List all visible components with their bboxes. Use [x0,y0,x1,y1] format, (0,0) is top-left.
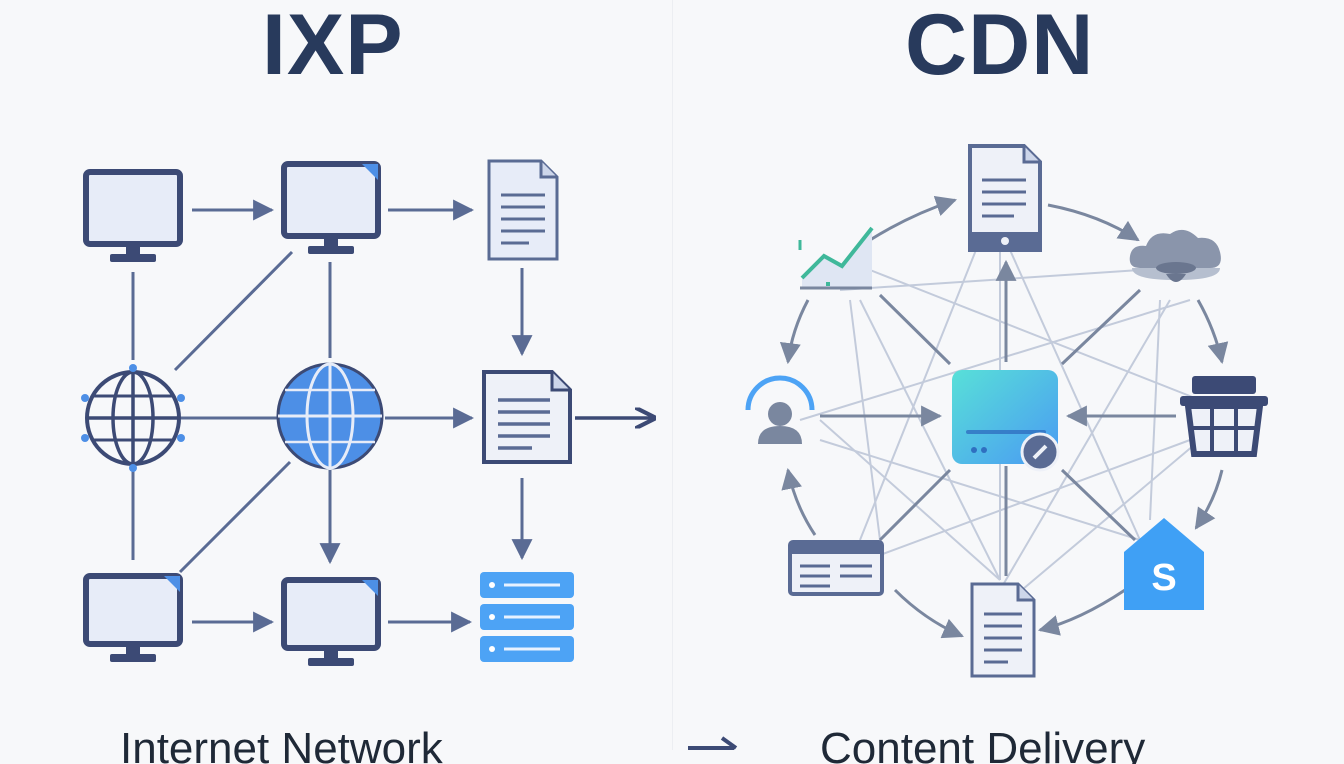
document-icon [968,144,1042,252]
home-badge-label: S [1151,557,1176,599]
cdn-arrow [893,588,964,639]
ixp-edge [173,250,294,372]
server-stack-icon [480,572,574,662]
cdn-mesh-line [819,439,1141,541]
cdn-arrow [781,467,817,536]
ixp-edge [178,460,292,574]
cdn-arrow [1037,588,1126,636]
user-icon [745,375,815,444]
browser-window-icon [788,540,884,596]
ixp-title: IXP [262,0,404,93]
cdn-mesh-line [839,269,1141,291]
cdn-arrow [779,299,810,365]
basket-icon [1180,376,1268,457]
caption-arrow-icon [688,736,738,750]
document-icon [970,582,1036,678]
cdn-mesh-line [1009,249,1141,541]
document-icon [487,159,559,261]
globe-icon [276,362,384,470]
cloud-icon [1129,229,1221,282]
caption: Internet Network Content Delivery [0,724,1344,764]
monitor-icon [83,573,183,662]
ixp-edges [131,199,533,633]
content-hub-icon [952,370,1060,472]
cdn-arrow [1196,299,1229,365]
monitor-icon [83,169,183,262]
home-s-icon [1124,518,1204,610]
ixp-panel: IXP [0,0,672,750]
document-icon [482,370,572,464]
cdn-mesh-line [879,439,1191,556]
cdn-mesh-line [819,419,1001,581]
globe-icon [81,364,185,472]
cdn-diagram: S [745,144,1268,678]
cdn-arrow [1047,203,1140,242]
cdn-title: CDN [905,0,1095,93]
cdn-mesh-line [869,269,1201,401]
cdn-panel: CDN [673,0,1344,750]
cdn-arrow [869,196,957,242]
cdn-arrow [1060,468,1137,542]
cdn-mesh-line [799,299,1191,421]
cdn-arrows [779,196,1229,639]
cdn-mesh-line [1009,439,1201,601]
cdn-arrow [878,293,952,366]
monitor-icon [281,577,381,666]
monitor-icon [281,161,381,254]
cdn-mesh-line [859,239,981,541]
cdn-arrow [878,468,952,542]
cdn-mesh-line [999,299,1171,591]
cdn-mesh-line [1149,299,1161,521]
line-chart-icon [798,226,874,290]
ixp-diagram [81,159,672,666]
caption-right: Content Delivery [820,724,1146,764]
cdn-arrow [1060,288,1142,366]
cdn-mesh-line [849,299,881,541]
cdn-mesh-line [859,299,1001,581]
caption-left: Internet Network [120,724,443,764]
cdn-arrow [1194,469,1224,530]
panel-divider [672,0,673,750]
